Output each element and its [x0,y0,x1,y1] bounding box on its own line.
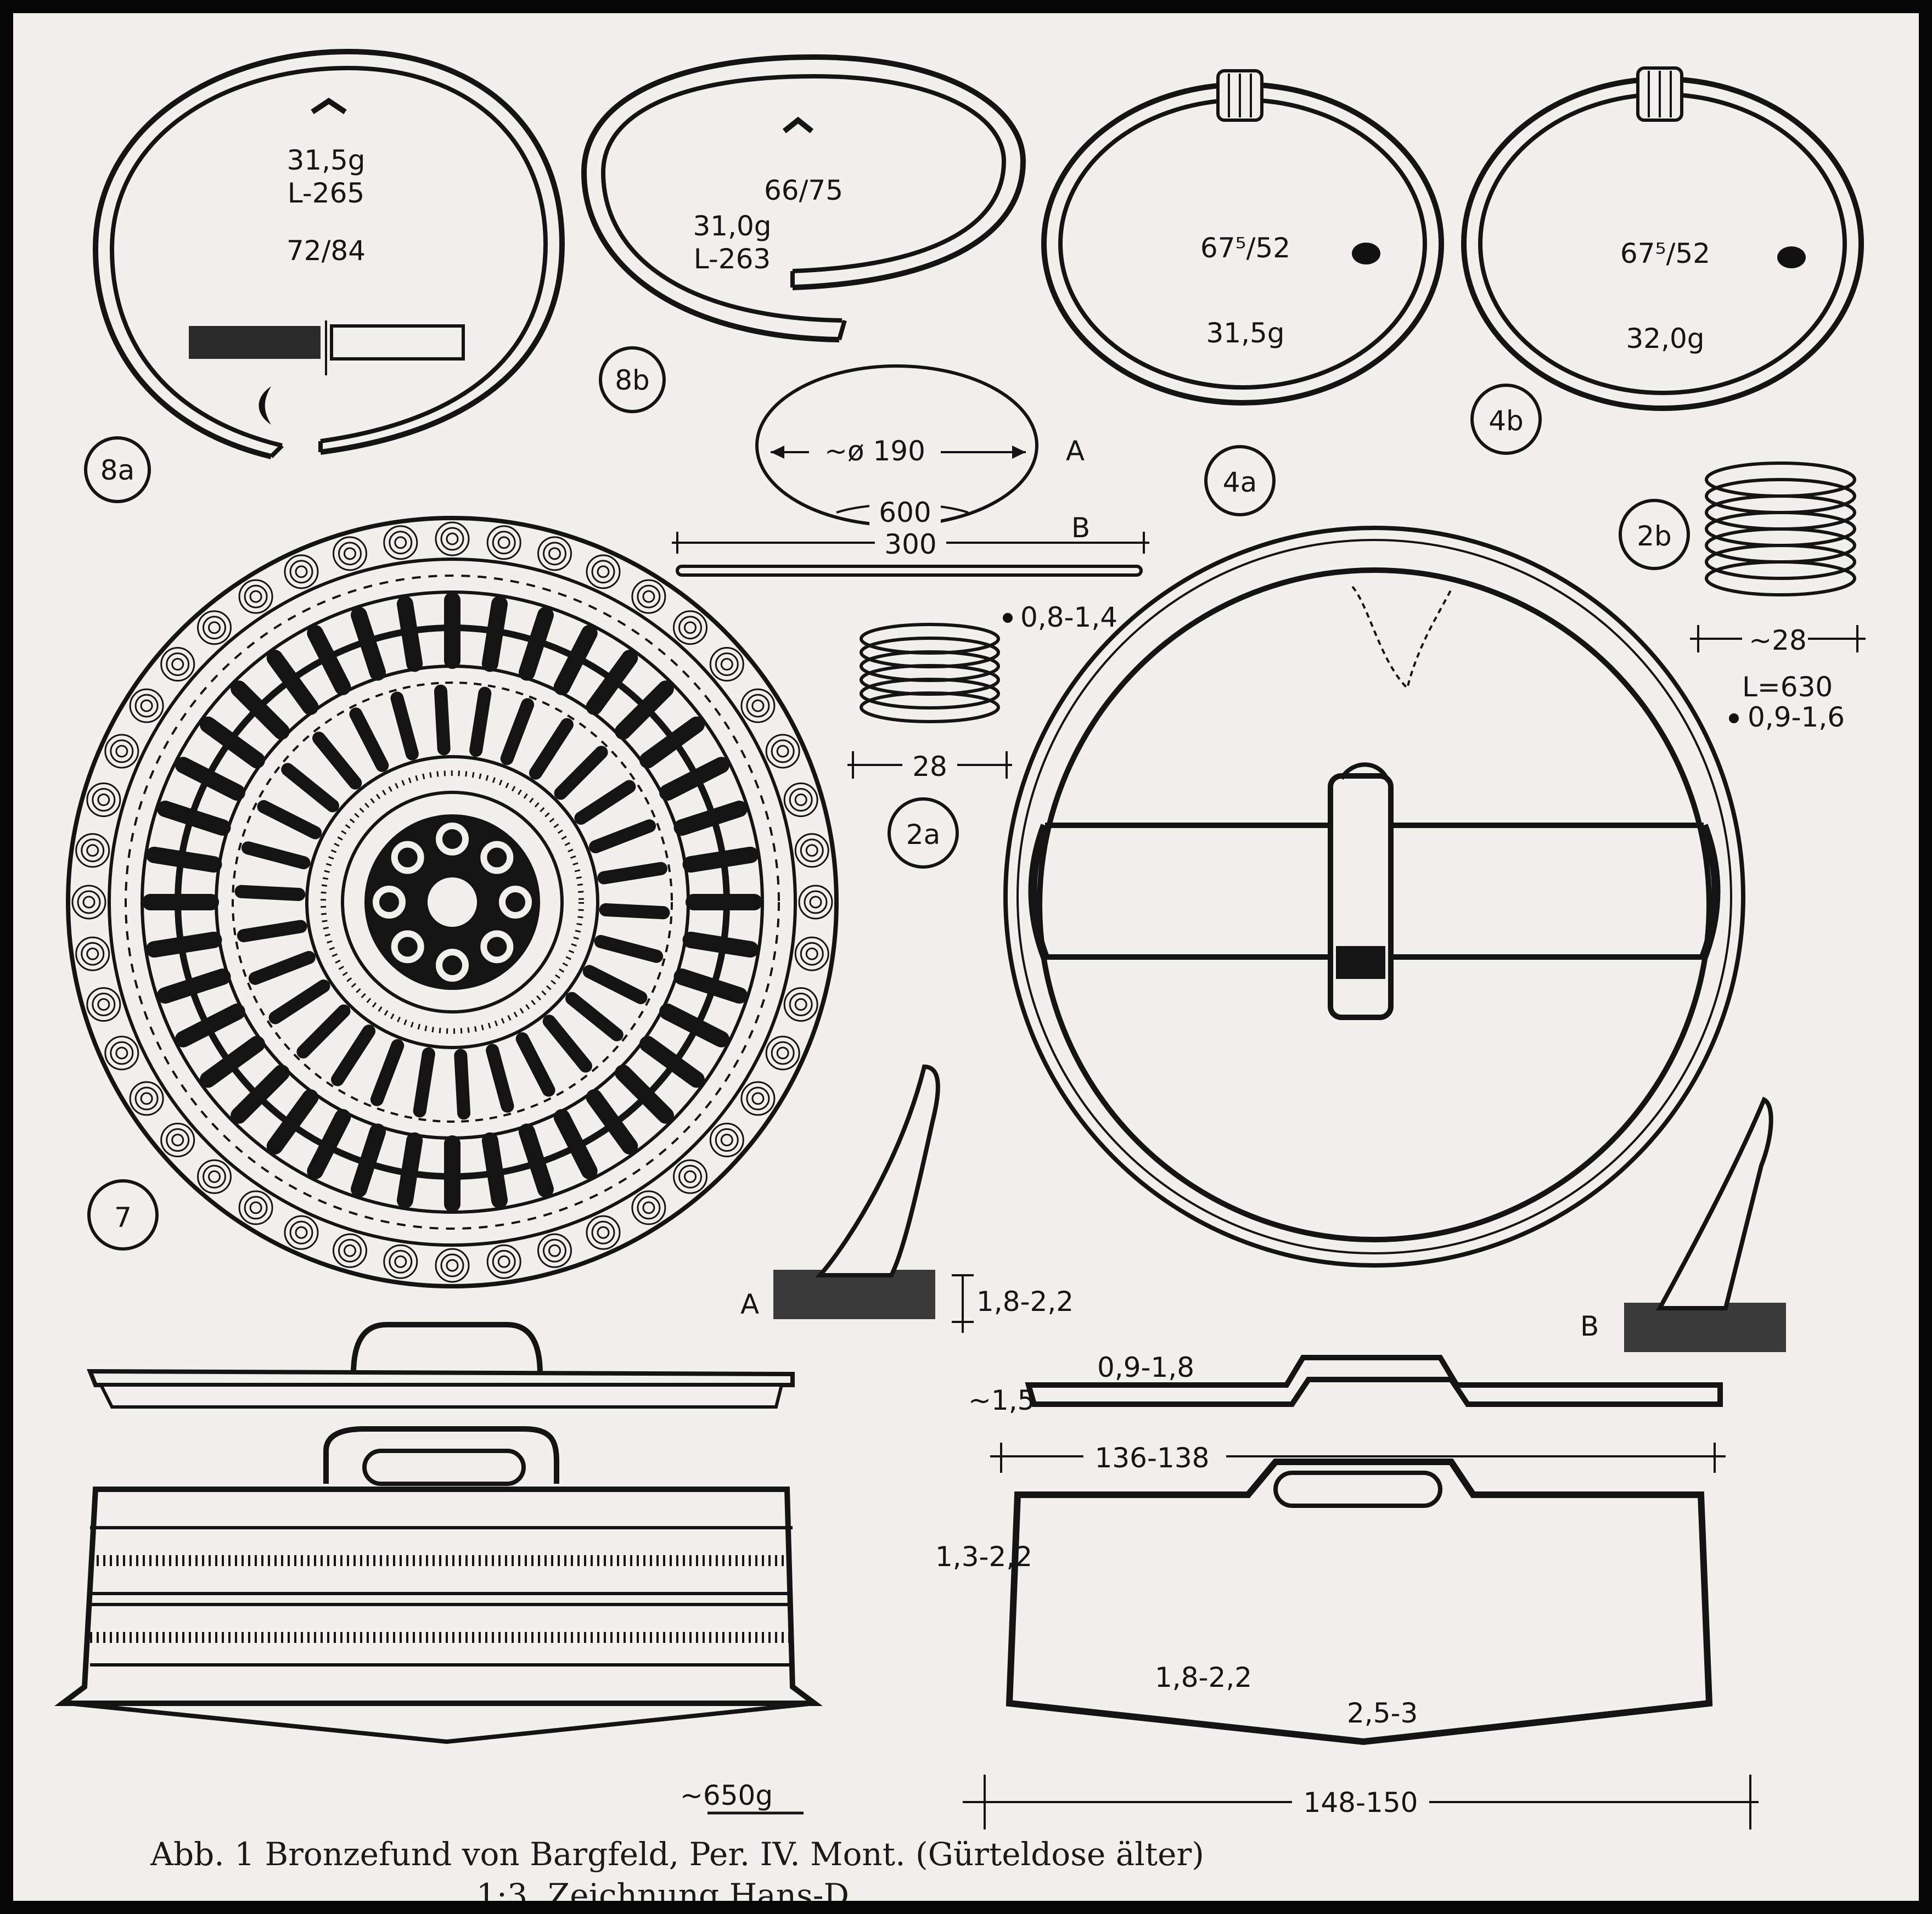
width-2b: ~28 [1749,624,1807,656]
ring-4b: 4b 67⁵/52 32,0g [1461,66,1864,455]
weight-8a: 31,5g [287,144,365,176]
width-600: 600 [879,497,931,528]
letter-a-top: A [1066,435,1085,467]
width-2a: 28 [912,751,947,783]
thickness-a: 1,8-2,2 [976,1286,1074,1318]
length-300: 300 [884,528,936,560]
letter-b-top: B [1071,512,1090,544]
length-8b: L-263 [694,243,771,275]
ring-8b: 8b 66/75 31,0g L-263 [581,54,1026,413]
weight-8b: 31,0g [693,210,771,242]
item-number-4b: 4b [1489,405,1524,437]
item-number-2b: 2b [1637,520,1672,552]
belt-box-profile: 0,9-1,8 ~1,5 136-138 1,3-2,2 1,8-2,2 2,5… [935,1352,1759,1829]
item-number-4a: 4a [1223,466,1257,498]
letter-b: B [1580,1310,1599,1342]
diameter-a: ~ø 190 [824,435,925,467]
spiral-2b: 2b ~28 L=630 0,9-1,6 [1619,461,1866,733]
dims-8b: 66/75 [764,174,843,206]
section-detail-b: B [1580,1096,1786,1352]
cross-section-ab: ~ø 190 A 600 B 300 [672,364,1149,577]
weight-4b: 32,0g [1626,323,1704,354]
belt-box-top-view [1003,526,1745,1268]
bottom-width: 148-150 [1304,1787,1418,1819]
item-number-8b: 8b [615,364,650,396]
belt-box-side-view: ~650g [54,1322,823,1815]
dims-4a: 67⁵/52 [1200,232,1290,264]
dims-8a: 72/84 [287,235,366,267]
belt-box-ornament: 7 [66,516,839,1288]
item-number-8a: 8a [100,454,134,486]
drawing-plate: 8a 31,5g L-265 72/84 8b 66/75 31,0g L-26… [13,13,1919,1901]
item-number-7: 7 [114,1202,132,1234]
base-thickness: 1,8-2,2 [1155,1662,1252,1693]
wire-2a: 0,8-1,4 [1020,601,1117,633]
ring-8a: 8a 31,5g L-265 72/84 [84,48,565,503]
lid-thickness: 0,9-1,8 [1097,1352,1194,1383]
spiral-2a: 28 0,8-1,4 2a [847,601,1117,869]
caption-line-1: Abb. 1 Bronzefund von Bargfeld, Per. IV.… [150,1836,1204,1873]
top-width: 136-138 [1095,1442,1210,1474]
rim-dim: ~1,5 [968,1384,1035,1416]
caption-line-2: 1:3. Zeichnung Hans-D... [476,1877,878,1901]
section-detail-a: A 1,8-2,2 [740,1064,1074,1333]
wall-thickness: 1,3-2,2 [935,1541,1032,1573]
center-thickness: 2,5-3 [1347,1697,1418,1729]
weight-4a: 31,5g [1206,317,1284,349]
item-number-2a: 2a [906,819,940,851]
length-8a: L-265 [288,177,364,209]
dims-4b: 67⁵/52 [1620,238,1710,269]
total-weight: ~650g [680,1780,773,1811]
ring-4a: 4a 67⁵/52 31,5g [1041,69,1444,516]
letter-a: A [740,1288,759,1320]
wire-2b: 0,9-1,6 [1748,701,1845,733]
length-2b: L=630 [1742,671,1833,703]
